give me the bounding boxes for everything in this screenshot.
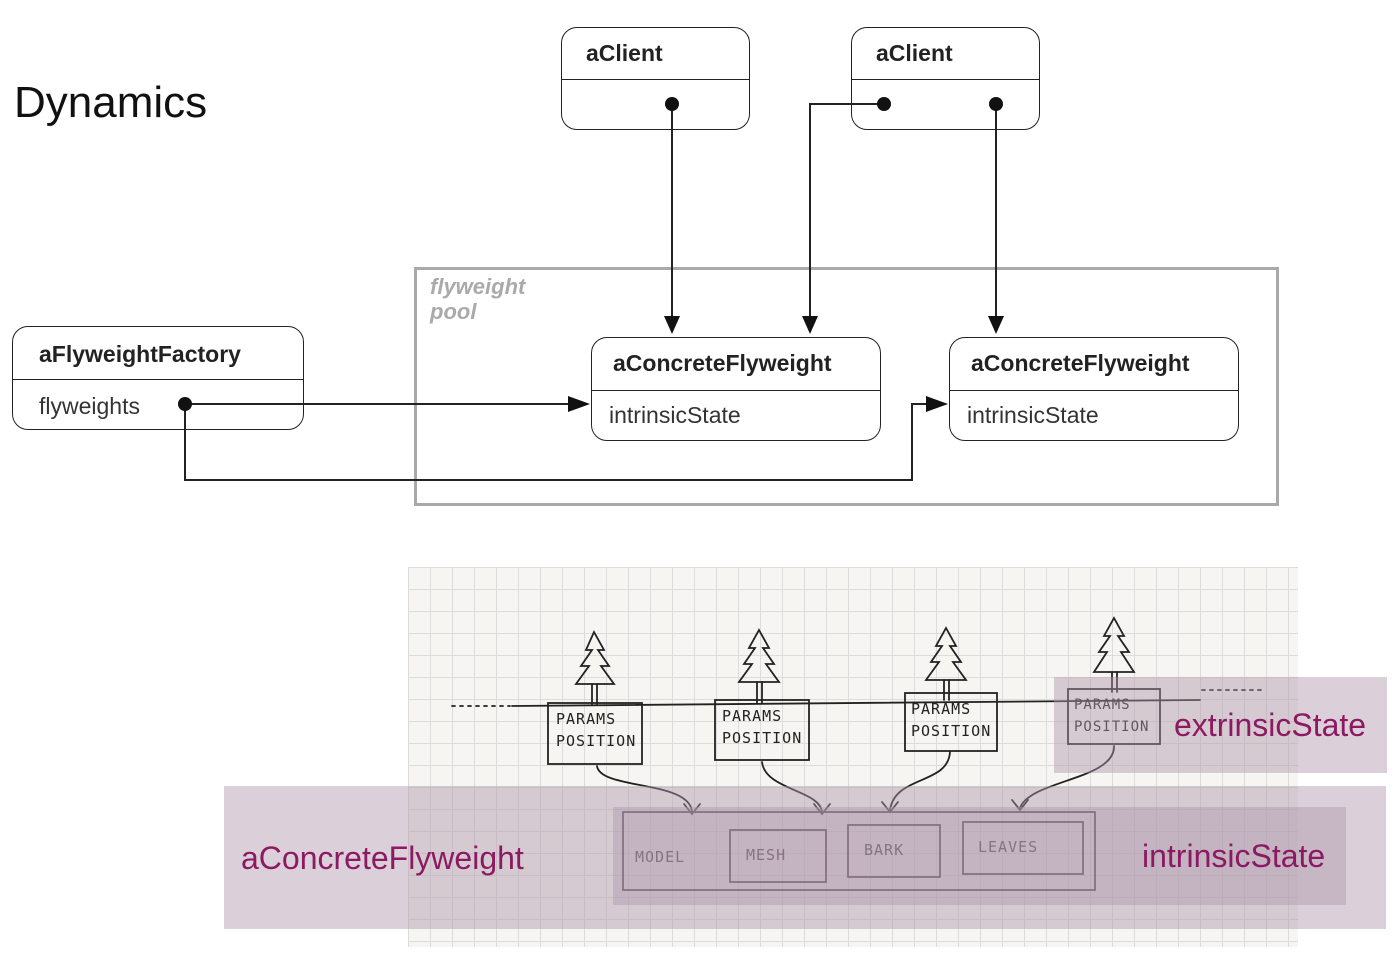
arrowhead [988,316,1004,334]
intrinsic-state-highlight [613,807,1346,905]
sketch-arrowhead [813,803,831,816]
model-box [622,811,1096,891]
sketch-arrow [596,765,693,813]
tree-icon [574,629,616,705]
client-name: aClient [562,28,749,80]
part-box-mesh [729,829,827,883]
arrowhead [802,316,818,334]
sketch-grid-paper [408,567,1298,947]
factory-name: aFlyweightFactory [13,327,303,380]
concrete-flyweight-2: aConcreteFlyweight intrinsicState [949,337,1239,441]
params-card-text: PARAMS POSITION [556,710,637,750]
extrinsic-state-highlight [1054,677,1387,773]
tree-icon [737,628,781,704]
factory-attribute: flyweights [39,393,140,419]
flyweight-pool-frame [414,267,1279,506]
params-card-text: PARAMS POSITION [911,700,992,740]
params-card [547,702,643,765]
flyweight-name: aConcreteFlyweight [950,338,1238,391]
client-object-1: aClient [561,27,750,130]
params-card [904,692,998,752]
params-card-text: PARAMS POSITION [722,707,803,747]
client-object-2: aClient [851,27,1040,130]
model-label: MODEL [635,848,686,866]
sketch-arrow [1019,745,1115,809]
params-card [1067,688,1161,745]
flyweight-name: aConcreteFlyweight [592,338,880,391]
reference-dot [665,97,679,111]
flyweight-attribute: intrinsicState [609,402,741,428]
sketch-arrow [889,751,951,811]
flyweight-pool-label: flyweight pool [430,274,526,324]
part-box-bark [847,824,941,878]
concrete-flyweight-1: aConcreteFlyweight intrinsicState [591,337,881,441]
intrinsic-state-label: intrinsicState [1142,838,1326,874]
slide-title: Dynamics [14,78,208,127]
ground-line [511,699,1201,707]
params-card [714,699,810,761]
reference-line [184,403,928,481]
object-references [178,97,1004,481]
reference-line [809,103,884,318]
flyweight-factory-object: aFlyweightFactory flyweights [12,326,304,430]
sketch-arrowhead [683,803,701,816]
part-box-leaves [962,821,1084,875]
reference-dot [178,397,192,411]
part-label-mesh: MESH [746,846,787,864]
concrete-flyweight-highlight [224,786,1386,929]
concrete-flyweight-label: aConcreteFlyweight [241,840,524,876]
tree-icon [924,626,968,701]
sketch-arrow [761,761,823,813]
params-card-text: PARAMS POSITION [1074,697,1150,735]
arrowhead [568,396,590,412]
arrowhead [926,396,948,412]
client-name: aClient [852,28,1039,80]
arrowhead [664,316,680,334]
sketch-arrowhead [1011,799,1029,812]
extrinsic-state-label: extrinsicState [1174,707,1367,743]
flyweight-attribute: intrinsicState [967,402,1099,428]
part-label-leaves: LEAVES [978,838,1039,856]
part-label-bark: BARK [864,841,905,859]
reference-dot [989,97,1003,111]
reference-dot [877,97,891,111]
